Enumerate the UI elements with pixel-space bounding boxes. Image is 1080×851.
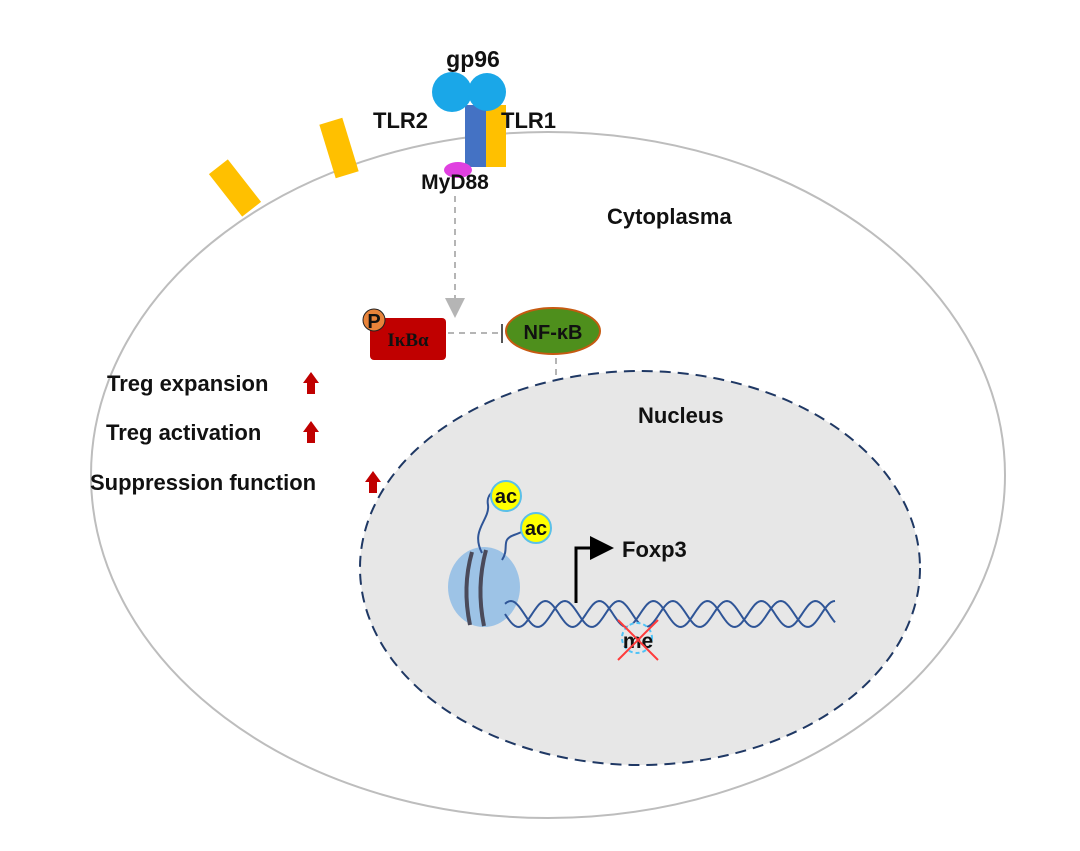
myd88-blob <box>444 162 472 178</box>
up-arrow-icon-0 <box>303 372 319 394</box>
nucleosome <box>448 547 520 627</box>
tlr2-bar <box>465 105 486 167</box>
demethylation-cross-icon <box>617 619 659 661</box>
nfkb-label: NF-κB <box>524 322 583 344</box>
effect-label-1: Treg activation <box>106 420 261 445</box>
dna-strand-1 <box>504 599 836 629</box>
tlr1-label: TLR1 <box>501 108 556 133</box>
foxp3-label: Foxp3 <box>622 537 687 562</box>
acetyl-label-2: ac <box>525 518 547 540</box>
phospho-circle <box>362 308 386 332</box>
effect-label-0: Treg expansion <box>107 371 268 396</box>
ikba-label: IκBα <box>387 330 429 351</box>
phospho-label: P <box>367 311 380 333</box>
up-arrow-icon-1 <box>303 421 319 443</box>
transcription-start-arrow <box>574 536 614 603</box>
tlr1-bar <box>486 105 506 167</box>
membrane-receptor-left <box>208 159 262 217</box>
acetyl-label-1: ac <box>495 486 517 508</box>
acetyl-circle-2 <box>520 512 552 544</box>
ikba-box <box>370 318 446 360</box>
myd88-label: MyD88 <box>421 171 489 194</box>
tlr2-label: TLR2 <box>373 108 428 133</box>
dna-strand-2 <box>504 599 836 628</box>
acetyl-circle-1 <box>490 480 522 512</box>
nfkb-ellipse <box>505 307 601 355</box>
gp96-label: gp96 <box>446 46 500 72</box>
gp96-left-circle <box>432 72 472 112</box>
tlr-complex <box>432 72 506 178</box>
nucleus <box>359 370 921 766</box>
nucleus-label: Nucleus <box>638 403 724 428</box>
effect-label-2: Suppression function <box>90 470 316 495</box>
gp96-right-circle <box>468 73 506 111</box>
up-arrow-icon-2 <box>365 471 381 493</box>
membrane-receptor-middle <box>319 117 359 179</box>
cytoplasm-label: Cytoplasma <box>607 204 732 229</box>
